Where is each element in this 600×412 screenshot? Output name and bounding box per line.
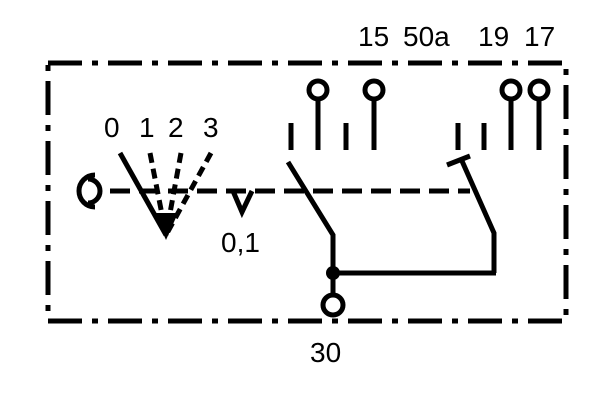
position-fan — [117, 151, 214, 240]
terminal-label-19: 19 — [478, 21, 509, 52]
detent-notch — [230, 189, 255, 219]
terminal-label-15: 15 — [358, 21, 389, 52]
contact-arm-left — [285, 160, 336, 273]
housing-frame — [45, 60, 569, 324]
terminal-label-50a: 50a — [403, 21, 450, 52]
terminal-30 — [320, 292, 346, 318]
terminal-50a — [362, 78, 386, 102]
terminal-label-17: 17 — [524, 21, 555, 52]
terminal-label-30: 30 — [310, 337, 341, 368]
position-label-intermediate: 0,1 — [221, 227, 260, 258]
position-label-1: 1 — [139, 112, 155, 143]
key-actuator-symbol — [76, 172, 96, 210]
position-label-0: 0 — [104, 112, 120, 143]
contact-arm-right — [459, 159, 497, 273]
terminal-15 — [306, 78, 330, 102]
terminal-17 — [527, 78, 551, 102]
key-actuator-inner — [87, 176, 103, 206]
terminal-19 — [499, 78, 523, 102]
position-label-3: 3 — [203, 112, 219, 143]
contact-bridge — [446, 153, 471, 168]
position-label-2: 2 — [168, 112, 184, 143]
